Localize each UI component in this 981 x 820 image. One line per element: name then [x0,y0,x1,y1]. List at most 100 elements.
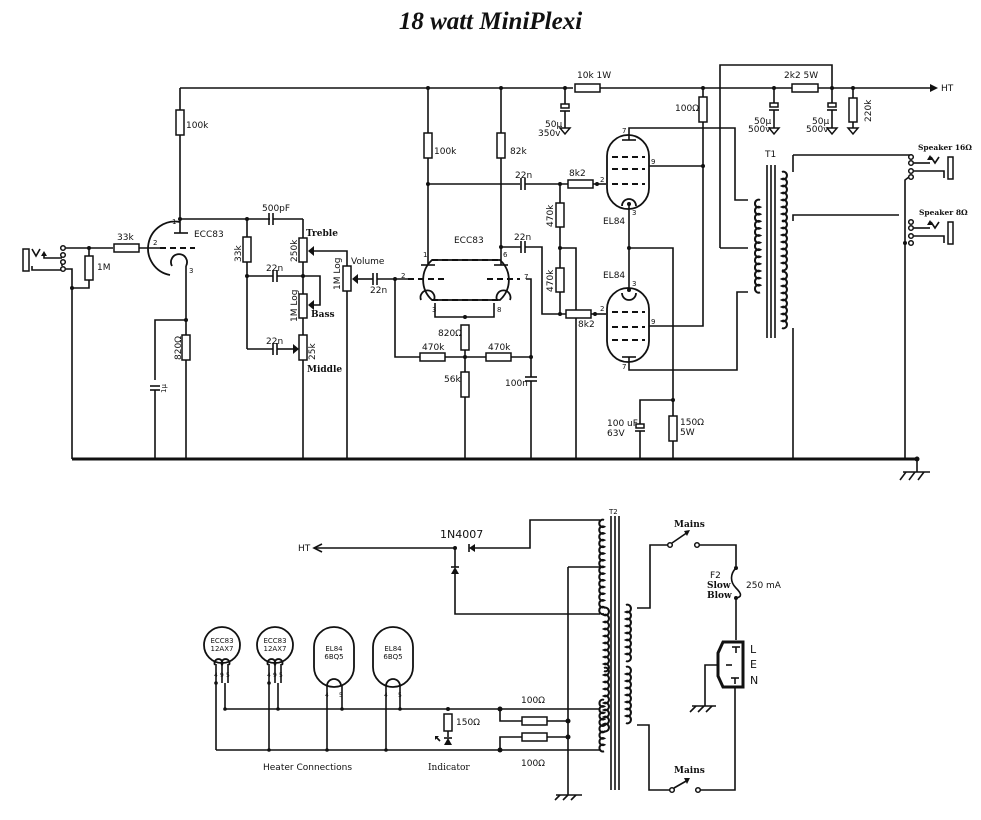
label-33k-grid: 33k [117,233,134,243]
label-100-top: 100Ω [521,696,545,706]
resistor-33k-slope [242,219,252,349]
mains-switches[interactable] [637,530,737,794]
heater-pin-label: 9 [273,672,277,679]
treble-pot[interactable] [298,219,308,282]
heater-tube-alt: 12AX7 [264,645,287,653]
cathode-network-el84 [635,398,678,459]
tube-el84-top [606,127,748,210]
label-150-cathode: 150Ω [680,418,704,428]
label-el84-bottom: EL84 [603,271,625,281]
label-1m-log-volume: 1M Log [333,258,343,290]
heater-pin-label: 5 [339,692,343,699]
cap-50u-500v-a [767,86,781,136]
pin-1: 1 [172,218,176,226]
heater-pin-label: 9 [220,672,224,679]
heater-pin-label: 5 [226,672,230,679]
v2-tube-label: ECC83 [454,236,484,246]
resistor-820-cathode-v1 [150,318,191,459]
label-middle: Middle [307,365,342,375]
label-indicator: Indicator [428,763,470,773]
fuse-f2 [730,566,742,640]
label-t2: T2 [608,508,618,516]
tube-envelope [372,626,414,688]
output-transformer-t1 [720,154,912,459]
speaker-jack-16 [904,153,954,459]
label-n: N [750,674,758,687]
label-470k-left: 470k [422,343,445,353]
label-63v: 63V [607,429,625,439]
pin-3-el84-bottom: 3 [632,280,636,288]
heater-tube-name: EL84 [325,645,343,653]
cap-50u-350v [558,86,572,136]
pin-3-el84-top: 3 [632,209,636,217]
label-500v-2: 500v [748,125,771,135]
label-33k-slope: 33k [234,245,244,262]
pi-tail [394,278,537,459]
label-5w-cathode: 5W [680,428,695,438]
treble-wiper [308,246,348,266]
label-100k-v1: 100k [186,121,209,131]
pin-9-el84-bottom: 9 [651,318,655,326]
pin-3: 3 [189,267,193,275]
schematic-title: 18 watt MiniPlexi [398,8,583,35]
pin-1-v2: 1 [423,251,427,259]
label-slow: Slow [707,581,731,591]
label-50u-1: 50µ [545,120,562,130]
label-blow: Blow [707,591,732,601]
label-100-bottom: 100Ω [521,759,545,769]
label-50u-2: 50µ [754,117,771,127]
label-22n-mid: 22n [266,337,283,347]
middle-pot[interactable] [298,334,308,459]
label-470k-bias-bottom: 470k [546,269,556,292]
bias-resistors [555,182,577,459]
cap-500pf [268,213,303,225]
label-8k2-bottom: 8k2 [578,320,595,330]
tube-el84-bottom [606,97,748,371]
label-2k2-5w: 2k2 5W [784,71,818,81]
pin-2: 2 [153,239,157,247]
volume-pot[interactable] [342,265,373,459]
heater-tube-name: EL84 [384,645,402,653]
pin-2-v2: 2 [401,272,405,280]
label-250k: 250k [290,239,300,262]
tube-envelope [313,626,355,688]
label-250ma: 250 mA [746,581,782,591]
pin-6-v2: 6 [503,251,508,259]
label-speaker-8: Speaker 8Ω [919,208,968,217]
heater-filament [385,678,401,687]
resistor-1m [70,248,94,290]
label-470k-right: 470k [488,343,511,353]
ht-rail [180,84,938,92]
label-8k2-top: 8k2 [569,169,586,179]
label-22n-volume: 22n [370,286,387,296]
pin-2-el84-bottom: 2 [600,305,604,313]
label-1m-log-bass: 1M Log [290,290,300,322]
bass-pot[interactable] [298,275,321,335]
label-treble: Treble [306,229,338,239]
power-transformer-t2 [598,516,632,790]
label-mains-top: Mains [674,520,705,530]
heater-wiring [214,681,600,752]
label-1m: 1M [97,263,111,273]
cap-22n-volume [372,273,408,285]
v1-tube-label: ECC83 [194,230,224,240]
label-f2: F2 [710,571,721,581]
label-heater-connections: Heater Connections [263,763,352,773]
pin-8-v2: 8 [497,306,501,314]
label-l: L [750,643,757,656]
grid-stopper-top [567,179,606,189]
resistor-220k [846,86,860,136]
pin-7-el84-bottom: 7 [622,363,626,371]
cap-22n-pi-top [428,178,568,190]
resistor-33k-grid [113,243,160,253]
label-mains-bottom: Mains [674,766,705,776]
label-100n: 100n [505,379,528,389]
heater-tube-name: ECC83 [263,637,286,645]
label-1u: 1µ [160,384,168,393]
label-470k-bias-top: 470k [546,204,556,227]
label-t1: T1 [764,150,776,160]
label-22n-pi-bottom: 22n [514,233,531,243]
